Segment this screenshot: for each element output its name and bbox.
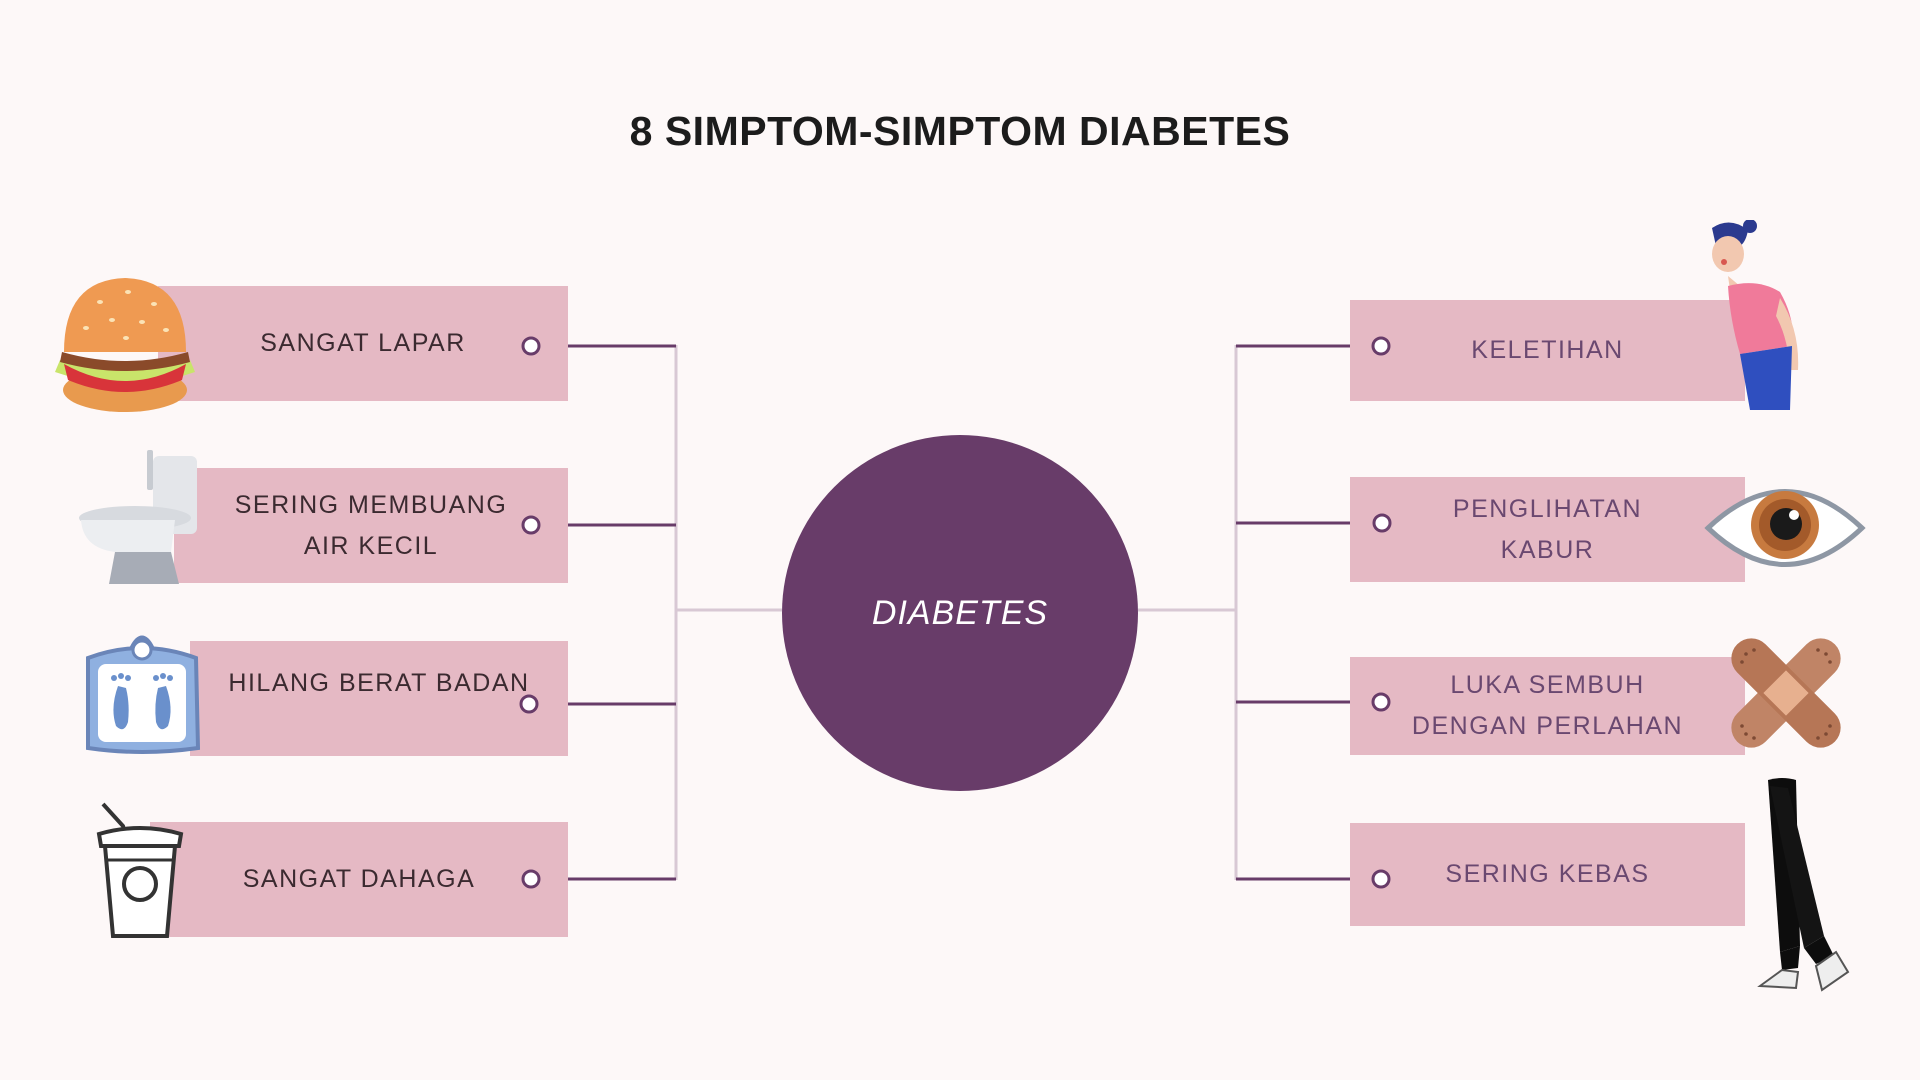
drink-cup-icon bbox=[96, 802, 184, 938]
connector-node bbox=[1372, 513, 1392, 533]
legs-icon bbox=[1757, 778, 1850, 992]
symptom-label: LUKA SEMBUH bbox=[1450, 671, 1645, 699]
symptom-label: SANGAT LAPAR bbox=[260, 329, 466, 357]
page-title: 8 SIMPTOM-SIMPTOM DIABETES bbox=[629, 108, 1291, 154]
symptom-box-luka-sembuh-dengan-perlahan: LUKA SEMBUH DENGAN PERLAHAN bbox=[1350, 657, 1745, 755]
symptom-label: SERING MEMBUANG bbox=[234, 490, 508, 519]
connector-node bbox=[1371, 869, 1391, 889]
symptom-box-penglihatan-kabur: PENGLIHATAN KABUR bbox=[1350, 477, 1745, 582]
symptom-label: KELETIHAN bbox=[1471, 336, 1624, 364]
symptom-label: SERING KEBAS bbox=[1445, 860, 1650, 888]
bandage-icon bbox=[1731, 638, 1841, 748]
center-label: DIABETES bbox=[871, 593, 1049, 632]
symptom-box-hilang-berat-badan: HILANG BERAT BADAN bbox=[190, 641, 568, 756]
symptom-box-keletihan: KELETIHAN bbox=[1350, 300, 1745, 401]
symptom-label: PENGLIHATAN bbox=[1452, 494, 1643, 523]
connector-node bbox=[1371, 336, 1391, 356]
eye-icon bbox=[1704, 489, 1866, 567]
symptom-box-sering-membuang-air-kecil: SERING MEMBUANG AIR KECIL bbox=[174, 468, 568, 583]
symptom-label: HILANG BERAT BADAN bbox=[228, 669, 530, 697]
connector-node bbox=[521, 869, 541, 889]
toilet-icon bbox=[79, 450, 197, 584]
symptom-label: AIR KECIL bbox=[303, 531, 439, 560]
symptom-box-sangat-dahaga: SANGAT DAHAGA bbox=[150, 822, 568, 937]
center-node-diabetes: DIABETES bbox=[782, 435, 1138, 791]
symptom-box-sangat-lapar: SANGAT LAPAR bbox=[158, 286, 568, 401]
connector-node bbox=[1371, 692, 1391, 712]
weighing-scale-icon bbox=[86, 635, 201, 754]
burger-icon bbox=[55, 278, 195, 412]
symptom-label: SANGAT DAHAGA bbox=[242, 865, 476, 893]
connector-node bbox=[521, 336, 541, 356]
tired-person-icon bbox=[1712, 220, 1799, 410]
connector-node bbox=[519, 694, 539, 714]
symptom-label: KABUR bbox=[1500, 535, 1595, 564]
symptom-box-sering-kebas: SERING KEBAS bbox=[1350, 823, 1745, 926]
symptom-label: DENGAN PERLAHAN bbox=[1411, 712, 1684, 740]
connector-node bbox=[521, 515, 541, 535]
